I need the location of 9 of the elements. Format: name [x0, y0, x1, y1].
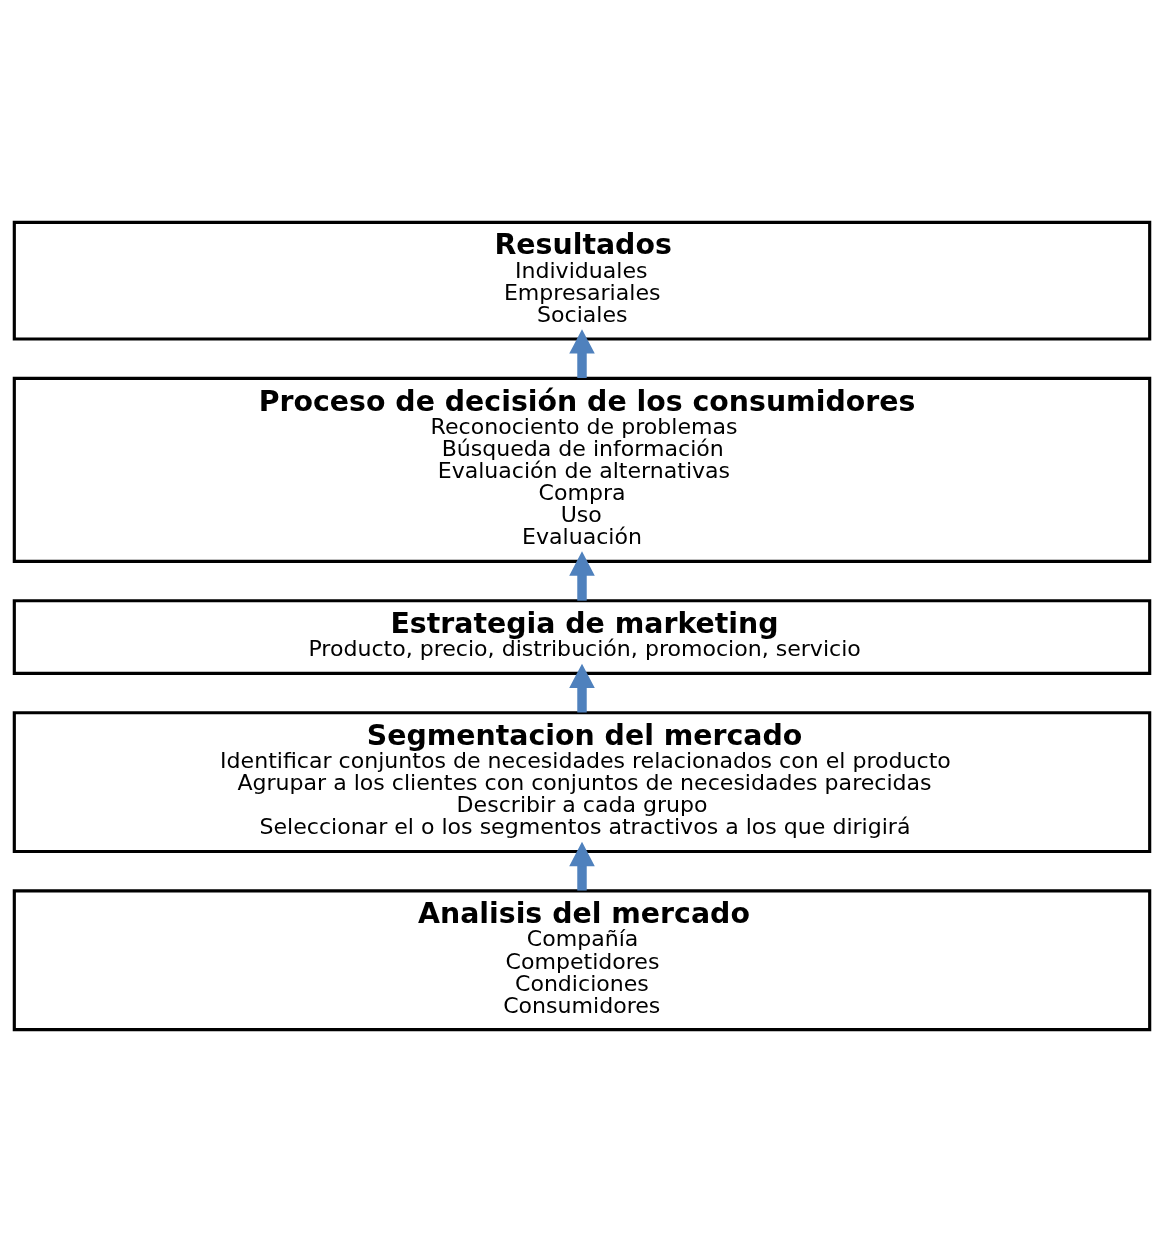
node-box: Proceso de decisión de los consumidores Reconociento de problemas Búsqueda de información Evaluación de alternativas Compra Uso Evaluación	[12, 376, 1152, 563]
arrow	[569, 551, 595, 601]
node-box: Estrategia de marketing Producto, precio, distribución, promocion, servicio	[12, 599, 1152, 675]
node-box: Resultados Individuales Empresariales Sociales	[12, 220, 1152, 341]
arrow	[569, 663, 595, 713]
arrow	[569, 329, 595, 378]
node-box: Segmentacion del mercado Identificar conjuntos de necesidades relacionados con el producto Agrupar a los clientes con conjuntos de necesidades parecidas Describir a cada grupo Seleccionar el o los segmentos atractivos a los que dirigirá	[12, 711, 1152, 854]
node-box: Analisis del mercado Compañía Competidores Condiciones Consumidores	[12, 889, 1152, 1032]
arrow	[569, 841, 595, 891]
